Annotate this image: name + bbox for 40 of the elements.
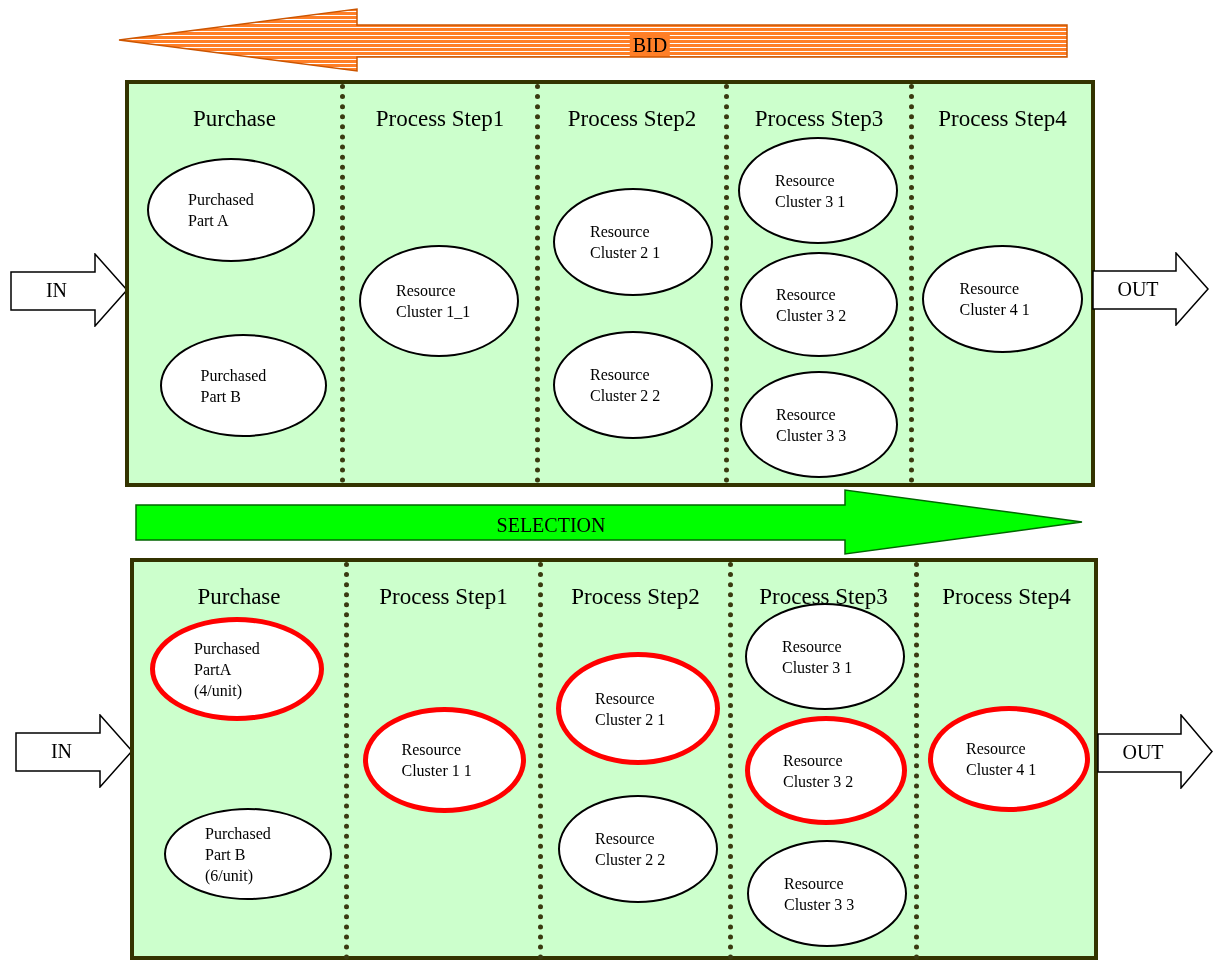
column-heading: Process Step3 bbox=[753, 106, 885, 132]
ellipse-node: Resource Cluster 2 2 bbox=[558, 795, 718, 903]
arrow-label: IN bbox=[50, 740, 73, 762]
column-heading: Purchase bbox=[196, 584, 282, 610]
ellipse-node: Resource Cluster 3 3 bbox=[747, 840, 907, 947]
selection-arrow bbox=[135, 489, 1083, 555]
ellipse-node: Purchased Part B bbox=[160, 334, 327, 437]
ellipse-node: Resource Cluster 4 1 bbox=[922, 245, 1083, 353]
ellipse-node: Resource Cluster 3 1 bbox=[738, 137, 898, 244]
ellipse-node: Resource Cluster 2 2 bbox=[553, 331, 713, 439]
block-arrow bbox=[1092, 252, 1209, 326]
ellipse-node: Resource Cluster 1_1 bbox=[359, 245, 519, 357]
arrow-label: OUT bbox=[1117, 278, 1159, 300]
column-heading: Process Step4 bbox=[937, 106, 1068, 132]
process-panel bbox=[130, 558, 1098, 960]
ellipse-node: Resource Cluster 3 2 bbox=[740, 252, 898, 357]
process-panel bbox=[125, 80, 1095, 487]
ellipse-node: Purchased PartA (4/unit) bbox=[150, 617, 324, 721]
block-arrow bbox=[15, 714, 133, 788]
block-arrow bbox=[10, 253, 128, 327]
ellipse-node: Resource Cluster 3 3 bbox=[740, 371, 898, 478]
ellipse-node: Resource Cluster 4 1 bbox=[928, 706, 1090, 812]
ellipse-node: Resource Cluster 1 1 bbox=[363, 707, 526, 813]
column-heading: Process Step4 bbox=[941, 584, 1072, 610]
arrow-label: OUT bbox=[1122, 740, 1164, 763]
column-heading: Process Step2 bbox=[566, 106, 698, 132]
ellipse-node: Resource Cluster 2 1 bbox=[556, 652, 720, 765]
arrow-label: SELECTION bbox=[496, 514, 606, 536]
column-heading: Process Step1 bbox=[374, 106, 506, 132]
ellipse-node: Purchased Part A bbox=[147, 158, 315, 262]
ellipse-node: Purchased Part B (6/unit) bbox=[164, 808, 332, 900]
ellipse-node: Resource Cluster 3 2 bbox=[745, 716, 907, 825]
column-heading: Process Step2 bbox=[570, 584, 701, 610]
arrow-label: BID bbox=[629, 34, 671, 56]
arrow-label: IN bbox=[45, 279, 68, 301]
column-heading: Process Step1 bbox=[378, 584, 509, 610]
bid-arrow bbox=[118, 8, 1068, 72]
block-arrow bbox=[1097, 714, 1213, 789]
ellipse-node: Resource Cluster 2 1 bbox=[553, 188, 713, 296]
column-heading: Purchase bbox=[192, 106, 277, 132]
